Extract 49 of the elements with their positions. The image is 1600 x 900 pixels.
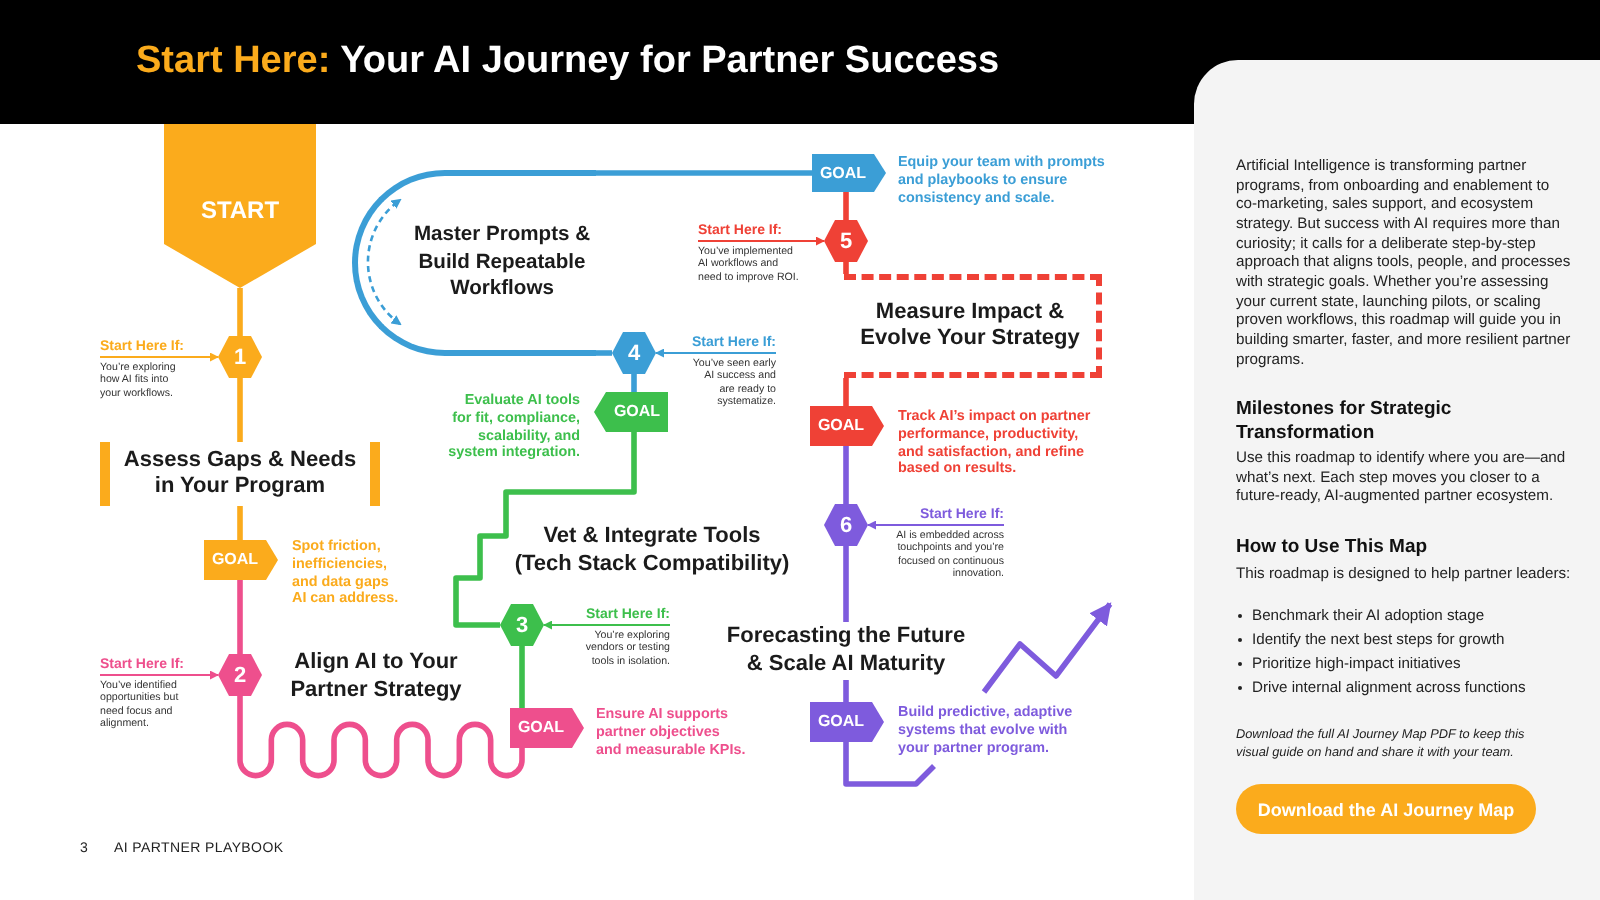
connector-line: [843, 546, 849, 622]
stage-heading: Align AI to Your Partner Strategy: [288, 650, 464, 704]
arrow: [843, 601, 1113, 787]
stage-heading: Assess Gaps & Needs in Your Program: [122, 447, 358, 501]
arrow: [801, 236, 825, 246]
stage-heading: Master Prompts & Build Repeatable Workflows: [412, 222, 592, 303]
connector-line: [631, 374, 637, 392]
connector-line: [843, 446, 849, 504]
step-number: 6: [839, 515, 853, 535]
step-number: 3: [515, 615, 529, 635]
tag-label: GOAL: [613, 402, 661, 422]
step-number: 5: [839, 231, 853, 251]
dashed-frame: [844, 274, 1102, 378]
connector-line: [843, 192, 849, 220]
step-number: 1: [233, 347, 247, 367]
banner-label: START: [200, 196, 280, 224]
stage-heading: Measure Impact & Evolve Your Strategy: [858, 299, 1082, 353]
stage-heading: Forecasting the Future & Scale AI Maturity: [725, 624, 967, 678]
section-heading: Milestones for Strategic Transformation: [1236, 398, 1454, 446]
arrow: [183, 670, 219, 680]
page-title: Start Here: Your AI Journey for Partner Success: [136, 38, 1000, 86]
tag-label: GOAL: [817, 416, 865, 436]
tag-label: GOAL: [517, 718, 565, 738]
connector-line: [519, 646, 525, 708]
arrow: [543, 620, 575, 630]
step-number: 2: [233, 665, 247, 685]
connector-line: [237, 288, 243, 336]
step-number: 4: [627, 343, 641, 363]
stage-heading: Vet & Integrate Tools (Tech Stack Compatibility): [512, 524, 792, 578]
arrow: [655, 348, 693, 358]
tag-label: GOAL: [817, 712, 865, 732]
connector-line: [237, 378, 243, 442]
open-rounded-frame: [352, 170, 596, 356]
connector-line: [843, 378, 849, 406]
tag-label: GOAL: [211, 550, 259, 570]
section-heading: How to Use This Map: [1236, 536, 1430, 560]
arrow: [867, 520, 893, 530]
tag-label: GOAL: [819, 163, 867, 183]
connector-line: [843, 262, 849, 274]
connector-line: [843, 680, 849, 702]
arrow: [183, 352, 219, 362]
connector-line: [596, 350, 612, 356]
connector-line: [453, 432, 637, 628]
download-button: Download the AI Journey Map: [1236, 784, 1536, 834]
bracketed-heading-frame: [100, 442, 380, 506]
connector-line: [237, 696, 525, 779]
connector-line: [237, 506, 243, 540]
connector-line: [596, 170, 812, 176]
connector-line: [237, 580, 243, 654]
